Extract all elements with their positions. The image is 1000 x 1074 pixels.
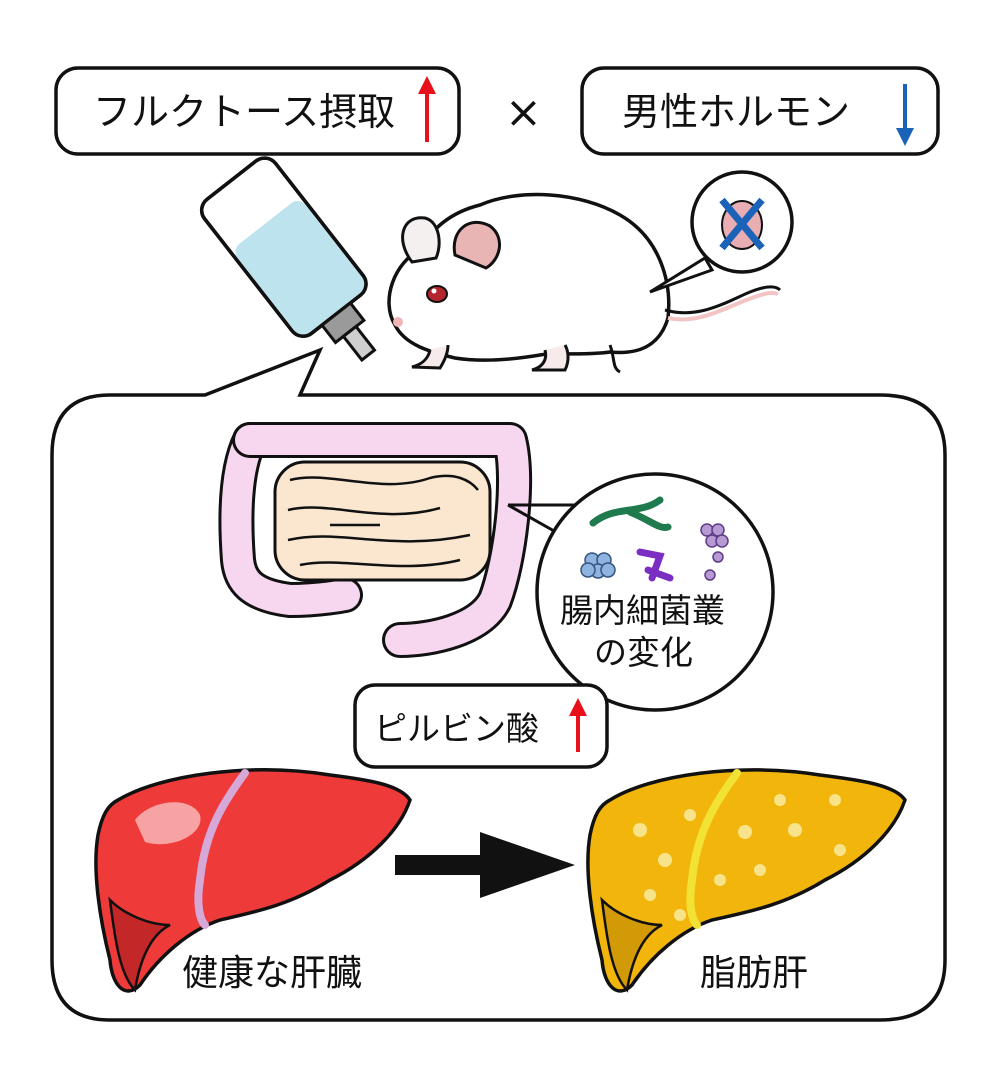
pyruvate-label: ピルビン酸 xyxy=(374,709,539,748)
castration-callout xyxy=(649,170,794,294)
fructose-intake-box: フルクトース摂取 xyxy=(54,66,461,156)
gut-flora-label-line2: の変化 xyxy=(594,633,693,672)
progression-arrow-icon xyxy=(395,832,575,898)
water-bottle-icon xyxy=(199,156,377,363)
male-hormone-box: 男性ホルモン xyxy=(580,66,940,156)
rod-bacteria-icon xyxy=(589,496,672,532)
up-arrow-icon xyxy=(569,698,587,752)
healthy-liver-label: 健康な肝臓 xyxy=(182,953,362,994)
purple-coccus-icon xyxy=(700,523,729,581)
healthy-liver-illustration xyxy=(94,768,412,993)
fructose-intake-label: フルクトース摂取 xyxy=(93,90,395,134)
fatty-liver-label: 脂肪肝 xyxy=(700,953,808,994)
up-arrow-icon xyxy=(418,76,436,142)
gut-bacteria-callout: 腸内細菌叢 の変化 xyxy=(507,472,775,712)
cross-icon xyxy=(719,197,765,251)
pyruvate-box: ピルビン酸 xyxy=(353,683,609,769)
male-hormone-label: 男性ホルモン xyxy=(622,90,850,134)
times-symbol: × xyxy=(505,87,542,138)
fat-droplets xyxy=(633,794,846,921)
mouse-illustration xyxy=(387,192,782,374)
branched-bacteria-icon xyxy=(636,548,674,582)
gut-flora-label-line1: 腸内細菌叢 xyxy=(560,591,725,630)
down-arrow-icon xyxy=(896,84,914,146)
coccus-cluster-icon xyxy=(580,552,616,579)
fatty-liver-illustration xyxy=(586,768,907,993)
intestine-illustration xyxy=(218,422,532,658)
